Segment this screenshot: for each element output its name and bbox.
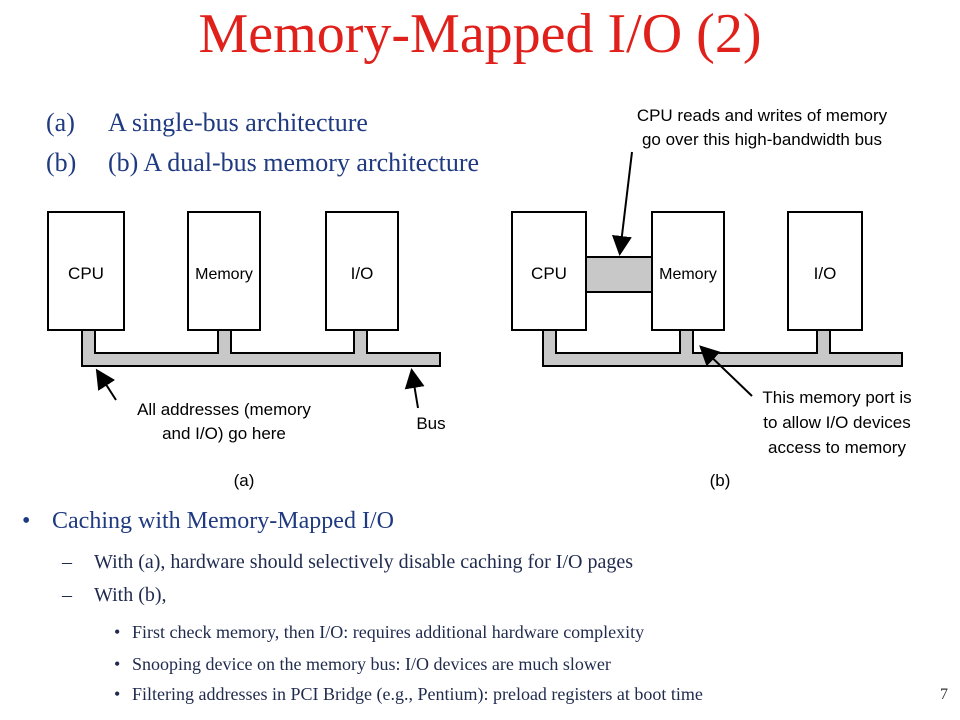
page-number: 7 xyxy=(940,686,948,703)
arrow-high-bandwidth xyxy=(611,151,633,256)
bullet-caching-mark: • xyxy=(22,508,31,534)
bus-b xyxy=(542,329,903,367)
sub-bullet-b-text: With (b), xyxy=(94,584,167,606)
diagram-a: CPU Memory I/O All addresses (memory and… xyxy=(47,211,446,490)
cpu-label-b: CPU xyxy=(531,264,567,283)
note-port-line3: access to memory xyxy=(768,438,906,457)
sub-bullet-a-mark: – xyxy=(62,551,72,573)
io-box-a xyxy=(325,211,399,331)
note-bus: Bus xyxy=(416,414,445,433)
memory-label-a: Memory xyxy=(195,266,253,283)
detail-bullet-1-text: First check memory, then I/O: requires a… xyxy=(132,622,645,642)
caption-a: (a) A single-bus architecture xyxy=(46,108,368,138)
detail-bullet-3: • Filtering addresses in PCI Bridge (e.g.… xyxy=(114,684,703,705)
bus-a xyxy=(81,329,441,367)
caption-a-tag: (a) xyxy=(46,108,75,137)
cpu-label-a: CPU xyxy=(68,264,104,283)
label-b: (b) xyxy=(710,471,731,490)
memory-label-b: Memory xyxy=(659,266,717,283)
io-box-b xyxy=(787,211,863,331)
detail-bullet-1: • First check memory, then I/O: requires … xyxy=(114,622,644,643)
label-a: (a) xyxy=(234,471,255,490)
caption-a-text: A single-bus architecture xyxy=(108,108,368,137)
detail-bullet-3-mark: • xyxy=(114,684,121,704)
memory-box-a xyxy=(187,211,261,331)
note-addresses-line2: and I/O) go here xyxy=(162,424,286,443)
diagram-b: CPU Memory I/O CPU reads and writes of m… xyxy=(511,106,912,490)
arrow-addresses xyxy=(95,368,117,401)
io-label-b: I/O xyxy=(814,264,837,283)
memory-box-b xyxy=(651,211,725,331)
sub-bullet-b: –With (b), xyxy=(62,584,167,607)
architecture-diagram: CPU Memory I/O All addresses (memory and… xyxy=(47,106,912,490)
caption-b-text: (b) A dual-bus memory architecture xyxy=(108,148,480,177)
note-top-line1: CPU reads and writes of memory xyxy=(637,106,888,125)
caption-b: (b) (b) A dual-bus memory architecture xyxy=(46,148,479,178)
caption-b-tag: (b) xyxy=(46,148,77,177)
cpu-box-b xyxy=(511,211,587,331)
note-port-line1: This memory port is xyxy=(762,388,911,407)
note-top-line2: go over this high-bandwidth bus xyxy=(642,130,882,149)
io-label-a: I/O xyxy=(351,264,374,283)
sub-bullet-b-mark: – xyxy=(62,584,72,606)
arrow-memory-port xyxy=(699,345,753,397)
sub-bullet-a-text: With (a), hardware should selectively di… xyxy=(94,551,633,573)
slide-title: Memory-Mapped I/O (2) xyxy=(198,3,762,65)
cpu-box-a xyxy=(47,211,125,331)
note-addresses-line1: All addresses (memory xyxy=(137,400,311,419)
detail-bullet-2: • Snooping device on the memory bus: I/O … xyxy=(114,654,611,675)
sub-bullet-a: –With (a), hardware should selectively d… xyxy=(62,551,633,574)
detail-bullet-2-mark: • xyxy=(114,654,121,674)
bullet-caching: • Caching with Memory-Mapped I/O xyxy=(22,508,394,535)
bullet-caching-text: Caching with Memory-Mapped I/O xyxy=(52,508,394,534)
detail-bullet-2-text: Snooping device on the memory bus: I/O d… xyxy=(132,654,611,674)
arrow-bus xyxy=(404,368,425,409)
detail-bullet-1-mark: • xyxy=(114,622,121,642)
detail-bullet-3-text: Filtering addresses in PCI Bridge (e.g.,… xyxy=(132,684,703,704)
memory-bus-b xyxy=(585,256,653,293)
note-port-line2: to allow I/O devices xyxy=(763,413,910,432)
